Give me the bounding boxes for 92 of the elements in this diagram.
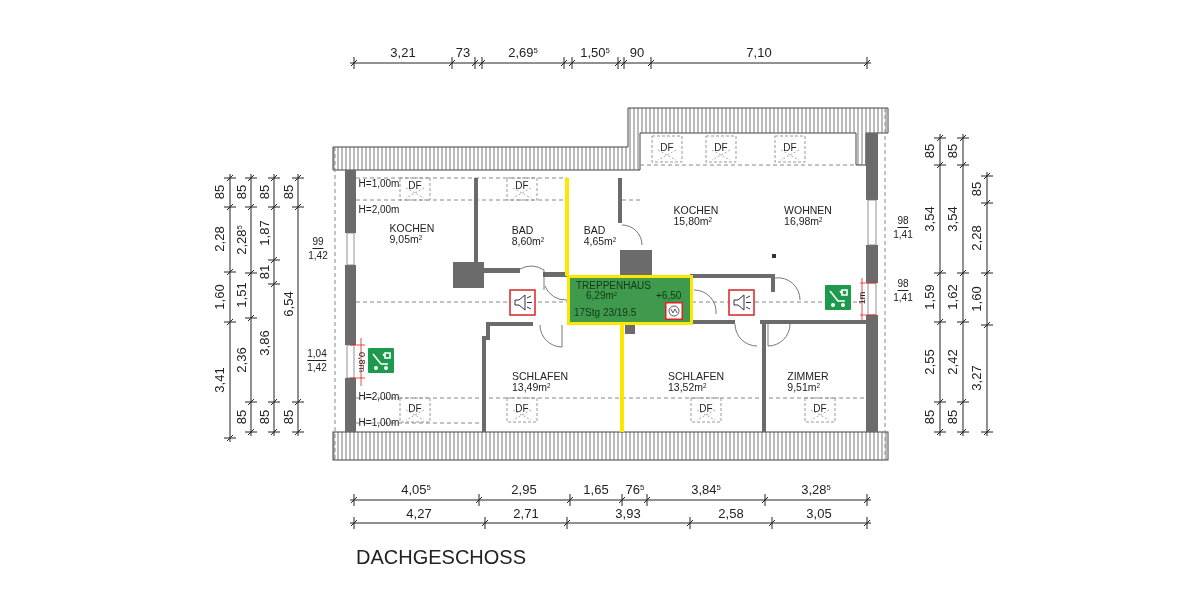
dimension-label: 90 (629, 45, 645, 59)
dimension-label: 2,28 (969, 225, 983, 251)
window-dimension: 98 (897, 216, 909, 228)
dimension-label: 81 (257, 264, 271, 280)
opening-height-label: 1m (857, 291, 867, 305)
dimension-label: 3,86 (257, 330, 271, 356)
room-area: 9,05m$^{2}$ (389, 233, 423, 246)
skylight-label: DF (813, 404, 827, 414)
dimension-label: 85 (922, 409, 936, 425)
dimension-label: 2,28 (212, 226, 226, 252)
room-area: 9,51m$^{2}$ (787, 381, 820, 394)
dimension-label: 85 (257, 409, 271, 425)
dimension-label: 1,59 (922, 284, 936, 310)
dimension-label: 2,36 (234, 347, 248, 373)
dimension-label: 2,69$^{5}$ (508, 45, 538, 59)
room-name: ZIMMER (787, 370, 829, 382)
stairwell-label: 6,29m$^{2}$ (586, 291, 618, 302)
room-area: 16,98m$^{2}$ (784, 215, 823, 228)
skylight-label: DF (515, 181, 529, 191)
skylight-label: DF (660, 143, 674, 153)
window-dimension: 1,41 (893, 293, 913, 303)
room-name: BAD (511, 224, 534, 236)
dimension-label: 3,84$^{5}$ (691, 482, 721, 496)
dimension-label: 1,50$^{5}$ (580, 45, 610, 59)
room-name: SCHLAFEN (668, 370, 724, 382)
dimension-label: 6,54 (281, 291, 295, 317)
dimension-label: 2,55 (922, 349, 936, 375)
stairwell-area (567, 275, 693, 325)
stairwell-label: 17Stg 23/19.5 (574, 308, 637, 318)
dimension-label: 1,65 (583, 482, 609, 496)
room-name: BAD (583, 224, 606, 236)
dimension-label: 4,27 (406, 506, 432, 520)
room-area: 15,80m$^{2}$ (673, 215, 713, 228)
window-dimension: 1,41 (893, 230, 913, 240)
dimension-label: 85 (281, 184, 295, 200)
dimension-label: 1,51 (234, 282, 248, 308)
dimension-label: 3,05 (806, 506, 832, 520)
window-dimension: 1,42 (308, 251, 328, 261)
dimension-label: 1,60 (212, 284, 226, 310)
opening-height-label: 0,8m (356, 352, 366, 372)
dimension-label: 76$^{5}$ (625, 482, 645, 496)
dimension-label: 3,28$^{5}$ (801, 482, 831, 496)
window-dimension: 1,42 (307, 363, 327, 373)
dimension-label: 3,54 (945, 206, 959, 232)
skylight-label: DF (408, 404, 422, 414)
dimension-label: 3,41 (212, 367, 226, 393)
dimension-label: 3,54 (922, 206, 936, 232)
height-label: H=1,00m (358, 179, 400, 189)
dimension-label: 85 (945, 409, 959, 425)
dimension-label: 3,27 (969, 365, 983, 391)
dimension-label: 85 (922, 143, 936, 159)
room-name: WOHNEN (784, 204, 832, 216)
dimension-label: 1,60 (969, 286, 983, 312)
stairwell-label: TREPPENHAUS (576, 281, 651, 291)
dimension-label: 85 (945, 143, 959, 159)
room-area: 13,49m$^{2}$ (512, 381, 551, 394)
height-label: H=1,00m (358, 418, 400, 428)
dimension-label: 2,58 (718, 506, 744, 520)
room-name: SCHLAFEN (512, 370, 568, 382)
dimension-label: 2,42 (945, 349, 959, 375)
skylight-label: DF (699, 404, 713, 414)
drawing-title: DACHGESCHOSS (356, 546, 527, 569)
skylight-label: DF (783, 143, 797, 153)
dimension-label: 2,71 (513, 506, 539, 520)
room-area: 4,65m$^{2}$ (583, 235, 617, 248)
skylight-label: DF (714, 143, 728, 153)
dimension-label: 73 (455, 45, 471, 59)
height-label: H=2,00m (358, 392, 400, 402)
dimension-label: 1,87 (257, 220, 271, 246)
window-dimension: 98 (897, 279, 909, 291)
dimension-label: 85 (969, 181, 983, 197)
dimension-label: 1,62 (945, 284, 959, 310)
height-label: H=2,00m (358, 205, 400, 215)
stairwell-label: +6,50 (656, 291, 682, 301)
dimension-label: 7,10 (746, 45, 772, 59)
window-dimension: 1,04 (307, 349, 327, 361)
dimension-label: 85 (257, 184, 271, 200)
dimension-label: 85 (234, 409, 248, 425)
room-name: KOCHEN (389, 222, 435, 234)
skylight-label: DF (408, 181, 422, 191)
room-area: 13,52m$^{2}$ (668, 381, 707, 394)
dimension-label: 85 (212, 184, 226, 200)
dimension-label: 85 (234, 184, 248, 200)
room-area: 8,60m$^{2}$ (511, 235, 545, 248)
dimension-label: 2,95 (511, 482, 537, 496)
room-name: KOCHEN (673, 204, 719, 216)
window-dimension: 99 (312, 237, 324, 249)
dimension-label: 4,05$^{5}$ (401, 482, 431, 496)
skylight-label: DF (515, 404, 529, 414)
dimension-label: 85 (281, 409, 295, 425)
dimension-label: 3,21 (390, 45, 416, 59)
dimension-label: 3,93 (615, 506, 641, 520)
